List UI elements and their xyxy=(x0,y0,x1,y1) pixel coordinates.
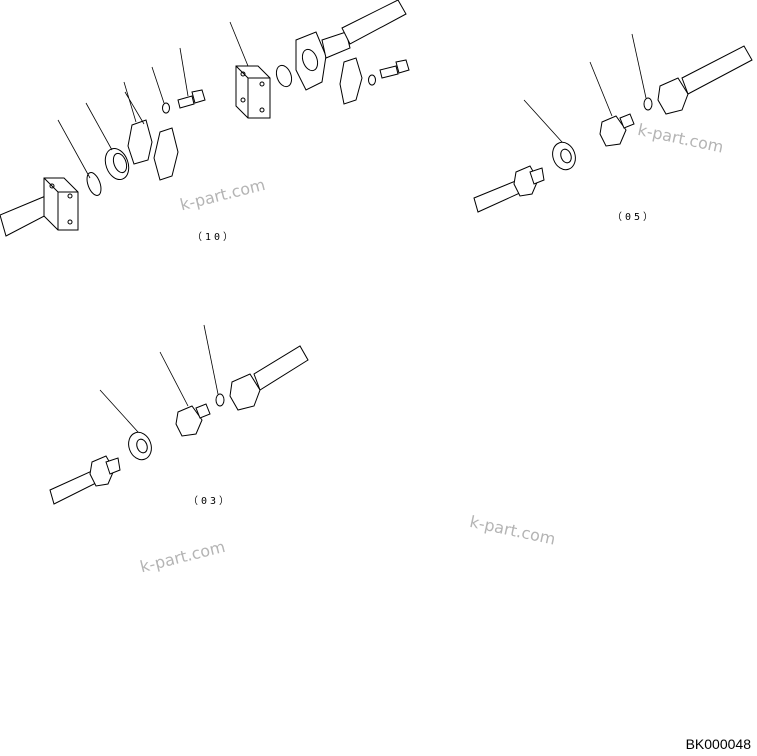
assembly-10 xyxy=(0,0,410,237)
sleeve-nut-05 xyxy=(552,141,576,171)
bolt-shank-10 xyxy=(177,95,195,109)
sleeve-nut-03 xyxy=(128,431,152,461)
hose-fitting-03 xyxy=(229,373,261,411)
flange-head xyxy=(295,31,327,91)
section-label-05: （05） xyxy=(612,212,657,223)
o-ring-10 xyxy=(86,172,102,196)
split-clamp-right xyxy=(153,127,179,181)
hose-fitting-05 xyxy=(657,77,689,115)
bolt-head-10 xyxy=(191,89,206,104)
bolt-head-10b xyxy=(395,59,410,74)
split-clamp-right-10b xyxy=(339,57,363,105)
bolt-shank-10b xyxy=(379,65,399,79)
connector-03 xyxy=(175,405,203,437)
assembly-05 xyxy=(473,33,753,213)
o-ring-05 xyxy=(643,97,653,111)
washer-10b xyxy=(368,74,376,86)
hose-10 xyxy=(341,0,407,45)
flange-plate xyxy=(235,65,271,119)
o-ring-10b xyxy=(275,64,293,88)
section-label-03: （03） xyxy=(188,496,233,507)
o-ring-03 xyxy=(215,393,225,407)
drawing-code: BK000048 xyxy=(685,736,751,752)
washer-10 xyxy=(162,102,170,114)
split-clamp-left xyxy=(127,119,153,165)
hose-fitting-10 xyxy=(321,31,351,59)
section-label-10: （10） xyxy=(192,232,237,243)
hose-05 xyxy=(681,45,753,95)
connector-05 xyxy=(599,115,627,147)
assembly-03 xyxy=(49,324,309,505)
hose-03 xyxy=(253,345,309,391)
flange-block xyxy=(43,177,79,231)
adapter-ring xyxy=(104,148,130,180)
